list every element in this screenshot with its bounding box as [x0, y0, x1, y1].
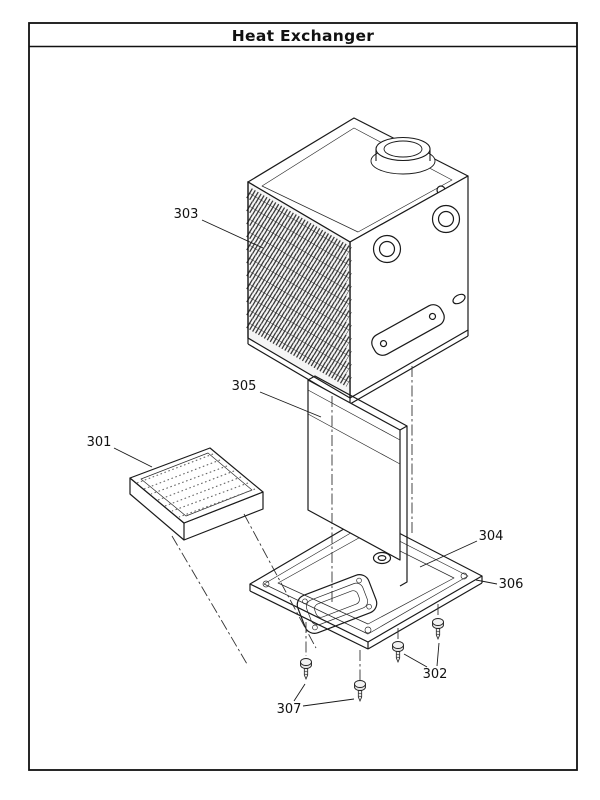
leader-line-301 [113, 447, 153, 468]
part-301-tray [129, 447, 264, 541]
leader-line-307 [302, 698, 355, 707]
pan-flue-hole [372, 551, 392, 565]
fin-tube-lines [248, 192, 350, 383]
part-302-screws [392, 618, 444, 663]
part-label-302: 302 [423, 667, 448, 682]
part-307-screws [300, 658, 366, 702]
leader-line-304 [419, 540, 478, 568]
pan-floor [277, 533, 455, 625]
leader-line-302 [403, 653, 428, 668]
drawing-border [28, 22, 578, 771]
part-label-303: 303 [174, 207, 199, 222]
callouts: 303 305 301 304 306 302 307 [87, 207, 524, 717]
side-slot [452, 293, 466, 305]
screw-icon [432, 618, 444, 640]
tray-stipple-texture [136, 453, 256, 518]
center-line [171, 535, 248, 665]
panel-thickness-edge [399, 425, 408, 587]
port-circles [372, 204, 461, 264]
pan-corner-boss [460, 572, 468, 580]
part-label-307: 307 [277, 702, 302, 717]
center-lines [171, 366, 439, 680]
leader-line-307 [293, 683, 306, 702]
leader-line-302 [436, 642, 440, 667]
leader-line-306 [475, 579, 498, 585]
heat-exchanger-assembly [246, 117, 469, 405]
pan-rim-depth [249, 576, 483, 650]
pan-gasket-opening [296, 574, 378, 634]
pan-inner-rim [263, 523, 469, 635]
part-label-306: 306 [499, 577, 524, 592]
flue-collar [370, 136, 436, 175]
part-label-305: 305 [232, 379, 257, 394]
leader-line-303 [201, 219, 264, 249]
cleanout-plate [371, 304, 445, 356]
screw-icon [300, 658, 312, 680]
fin-face [246, 180, 352, 400]
pan-corner-boss [364, 626, 372, 634]
part-label-304: 304 [479, 529, 504, 544]
pan-corner-boss [262, 580, 270, 588]
box-top-inset [261, 127, 453, 233]
tray-top-face [129, 447, 264, 524]
panel-top-edge [307, 375, 408, 427]
tray-inner-rim [140, 452, 253, 517]
screw-icon [392, 641, 404, 663]
screw-icon [354, 680, 366, 702]
panel-face [307, 379, 401, 561]
leader-line-305 [259, 391, 322, 418]
part-304-base-pan [249, 515, 483, 650]
part-label-301: 301 [87, 435, 112, 450]
center-line [243, 513, 317, 649]
part-305-panel [307, 375, 408, 587]
diagram-title: Heat Exchanger [232, 27, 375, 45]
